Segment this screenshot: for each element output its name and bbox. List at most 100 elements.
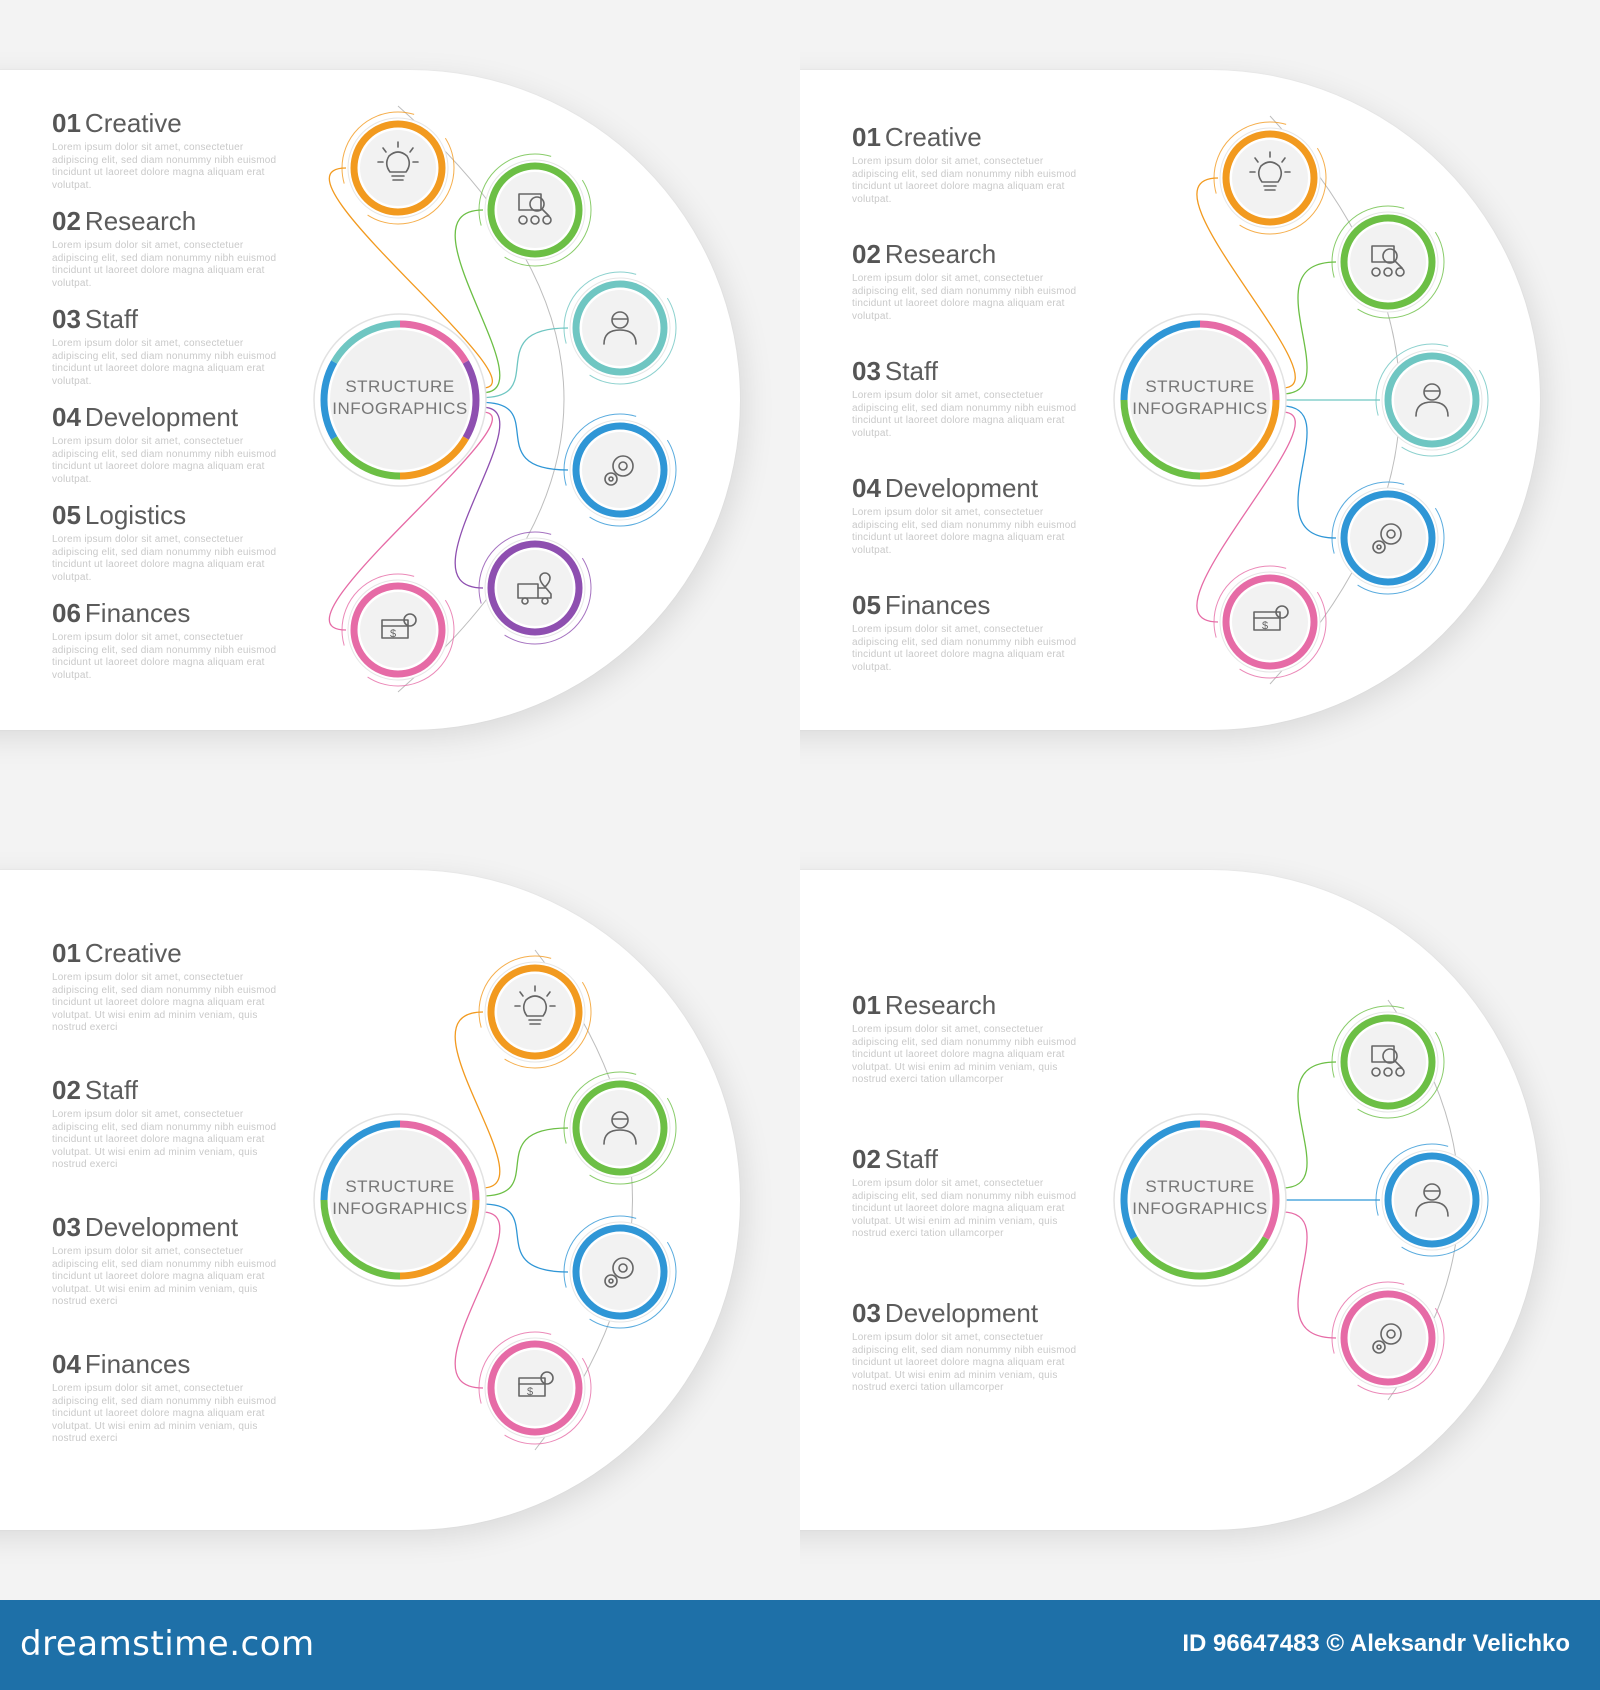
svg-text:$: $ — [1262, 620, 1268, 632]
node-research — [1331, 205, 1445, 319]
connector-line — [481, 1203, 569, 1273]
svg-text:$: $ — [527, 1386, 533, 1398]
item-label: Creative — [884, 122, 982, 152]
connector-line — [1196, 177, 1296, 389]
node-staff — [563, 271, 677, 385]
research-icon — [1371, 245, 1405, 277]
connector-line — [454, 1211, 501, 1389]
center-ring-segment — [320, 1199, 401, 1280]
dreamstime-logo[interactable]: dreamstime.com — [20, 1624, 315, 1664]
money-icon: $ — [1253, 605, 1289, 632]
item-number: 04 — [52, 402, 81, 432]
item-number: 04 — [852, 473, 881, 503]
center-label-line1: STRUCTURE — [345, 1177, 454, 1196]
center-ring-segment — [1120, 1120, 1201, 1240]
lightbulb-icon — [377, 141, 419, 181]
center-ring-segment — [1199, 320, 1280, 401]
item-description: Lorem ipsum dolor sit amet, consectetuer… — [852, 390, 1077, 439]
gears-icon — [1372, 523, 1402, 554]
item-description: Lorem ipsum dolor sit amet, consectetuer… — [852, 624, 1077, 673]
node-finances: $ — [341, 573, 455, 687]
node-creative — [478, 955, 592, 1069]
center-ring-segment — [1120, 320, 1201, 401]
item-number: 05 — [852, 590, 881, 620]
center-ring-segment — [331, 436, 401, 480]
item-label: Development — [884, 1298, 1039, 1328]
item-label: Finances — [84, 1349, 191, 1379]
connector-line — [328, 167, 493, 389]
center-label-line2: INFOGRAPHICS — [332, 399, 467, 418]
truck-icon — [517, 572, 552, 605]
node-research — [478, 153, 592, 267]
connector-line — [328, 411, 493, 631]
research-icon — [1371, 1045, 1405, 1077]
item-label: Staff — [884, 1144, 938, 1174]
node-creative — [1213, 121, 1327, 235]
connector-line — [481, 327, 569, 399]
item-description: Lorem ipsum dolor sit amet, consectetuer… — [52, 240, 277, 289]
connector-line — [454, 406, 501, 589]
node-finances: $ — [1213, 565, 1327, 679]
person-icon — [603, 311, 637, 345]
center-label-line1: STRUCTURE — [1145, 1177, 1254, 1196]
connector-line — [454, 1011, 501, 1189]
center-ring-segment — [331, 320, 401, 364]
item-description: Lorem ipsum dolor sit amet, consectetuer… — [852, 1178, 1077, 1239]
item-description: Lorem ipsum dolor sit amet, consectetuer… — [852, 507, 1077, 556]
item-label: Staff — [884, 356, 938, 386]
item-description: Lorem ipsum dolor sit amet, consectetuer… — [52, 972, 277, 1033]
item-description: Lorem ipsum dolor sit amet, consectetuer… — [52, 632, 277, 681]
item-label: Creative — [84, 938, 182, 968]
gears-icon — [604, 1257, 634, 1288]
item-number: 01 — [52, 938, 81, 968]
item-number: 01 — [852, 122, 881, 152]
center-ring-segment — [399, 1120, 480, 1201]
item-number: 04 — [52, 1349, 81, 1379]
connector-line — [1281, 1211, 1337, 1339]
item-description: Lorem ipsum dolor sit amet, consectetuer… — [852, 1024, 1077, 1085]
node-logistics — [478, 531, 592, 645]
connector-line — [1281, 405, 1337, 539]
connector-line — [481, 1127, 569, 1197]
person-icon — [1415, 1183, 1449, 1217]
item-number: 01 — [52, 108, 81, 138]
item-label: Staff — [84, 1075, 138, 1105]
research-icon — [518, 193, 552, 225]
item-number: 06 — [52, 598, 81, 628]
center-ring-segment — [1131, 1236, 1269, 1280]
connector-line — [1281, 1061, 1337, 1189]
center-ring-segment — [399, 436, 469, 480]
gears-icon — [1372, 1323, 1402, 1354]
item-number: 02 — [852, 1144, 881, 1174]
item-label: Finances — [884, 590, 991, 620]
money-icon: $ — [381, 613, 417, 640]
node-staff — [1375, 1143, 1489, 1257]
